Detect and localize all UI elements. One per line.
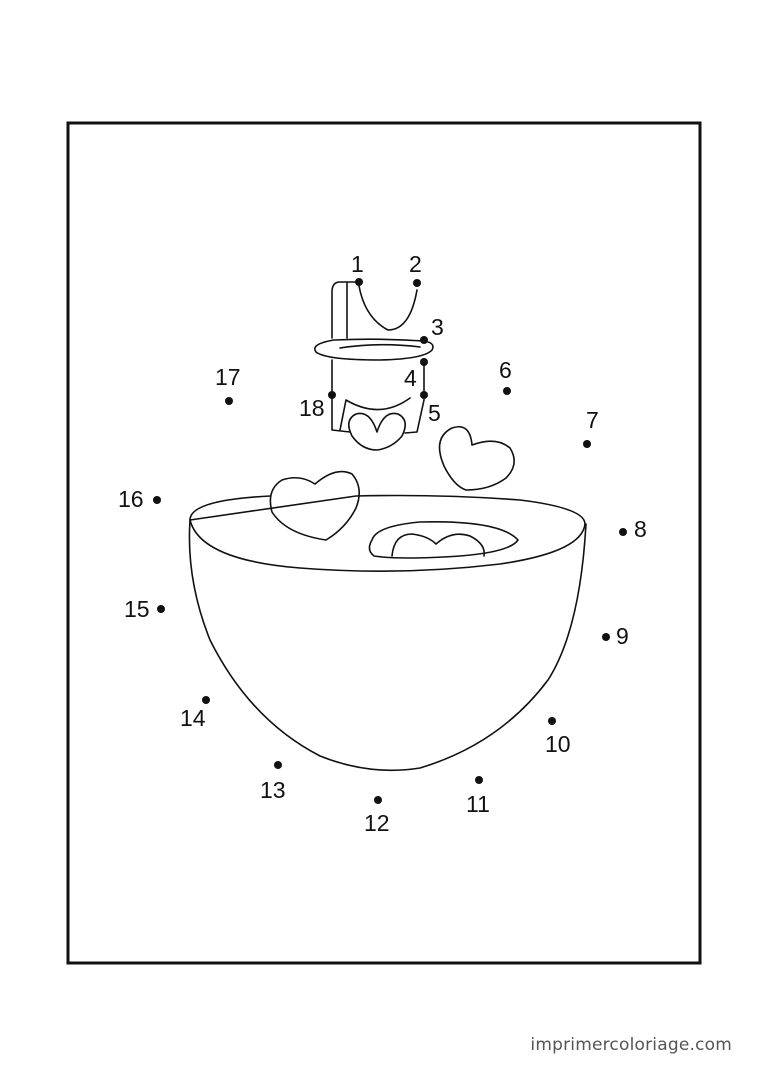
dot-15 — [157, 605, 165, 613]
bottle-collar-ring — [314, 338, 434, 361]
dot-18 — [328, 391, 336, 399]
dot-label-18: 18 — [299, 395, 325, 421]
bowl-rim — [189, 494, 586, 572]
dot-label-9: 9 — [616, 623, 629, 649]
dot-label-7: 7 — [586, 407, 599, 433]
dot-3 — [420, 336, 428, 344]
dot-label-13: 13 — [260, 777, 286, 803]
dot-10 — [548, 717, 556, 725]
dot-14 — [202, 696, 210, 704]
dot-label-4: 4 — [404, 365, 417, 391]
dot-label-3: 3 — [431, 314, 444, 340]
dot-label-6: 6 — [499, 357, 512, 383]
dot-7 — [583, 440, 591, 448]
dot-label-15: 15 — [124, 596, 150, 622]
dot-label-12: 12 — [364, 810, 390, 836]
dot-12 — [374, 796, 382, 804]
dot-label-16: 16 — [118, 486, 144, 512]
bowl-body — [188, 519, 587, 772]
dot-17 — [225, 397, 233, 405]
dot-label-14: 14 — [180, 705, 206, 731]
floating-heart-left — [269, 470, 360, 541]
dot-4 — [420, 358, 428, 366]
dot-9 — [602, 633, 610, 641]
site-credit: imprimercoloriage.com — [530, 1035, 732, 1055]
dot-label-11: 11 — [466, 791, 490, 817]
dot-2 — [413, 279, 421, 287]
bottle-body-outline — [331, 359, 425, 434]
dot-16 — [153, 496, 161, 504]
dot-label-5: 5 — [428, 400, 441, 426]
dot-13 — [274, 761, 282, 769]
dot-8 — [619, 528, 627, 536]
bowl-inner-opening — [368, 521, 519, 559]
floating-heart-right — [438, 426, 515, 491]
bottle-neck-outline — [331, 281, 418, 339]
dot-label-1: 1 — [351, 251, 364, 277]
dot-6 — [503, 387, 511, 395]
page-frame — [66, 121, 702, 965]
dot-11 — [475, 776, 483, 784]
dot-label-17: 17 — [215, 364, 241, 390]
dot-1 — [355, 278, 363, 286]
dot-label-2: 2 — [409, 251, 422, 277]
dot-5 — [420, 391, 428, 399]
bottle-heart — [348, 412, 406, 451]
dot-label-10: 10 — [545, 731, 571, 757]
dot-label-8: 8 — [634, 516, 647, 542]
bowl-inner-heart — [391, 533, 486, 557]
